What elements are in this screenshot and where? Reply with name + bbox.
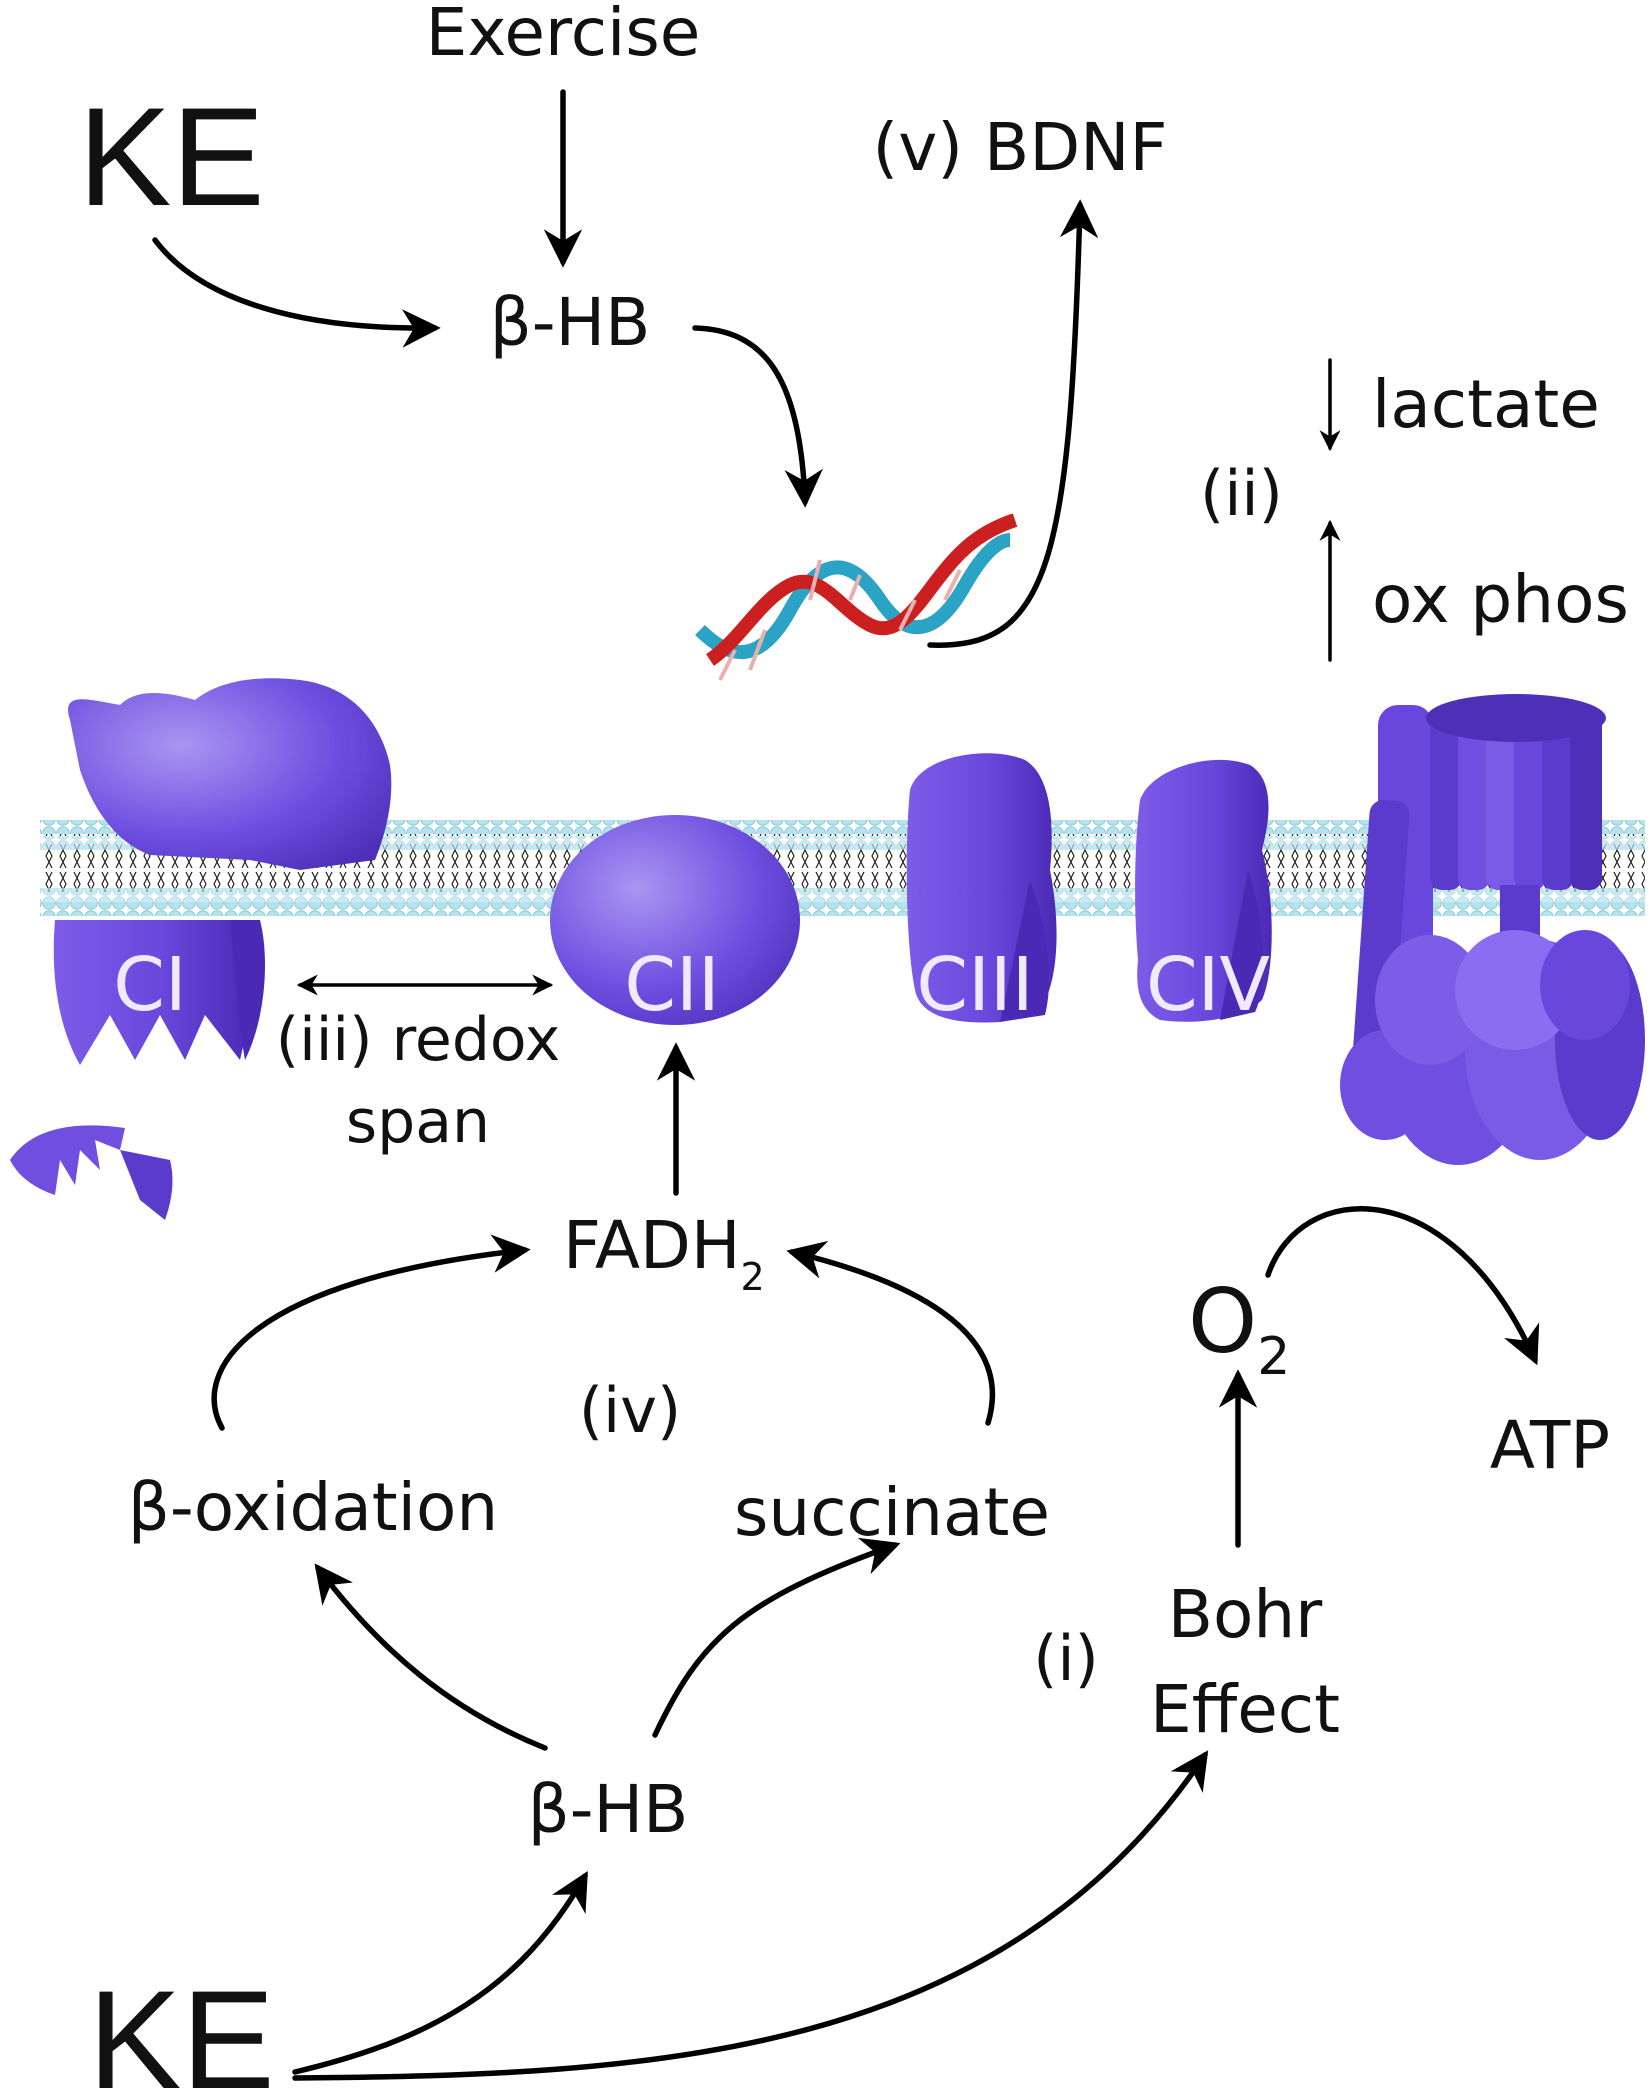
ox-phos-label: ox phos (1372, 561, 1629, 638)
arrow-ke-to-bhb-bottom (292, 1870, 588, 2075)
o2-main: O (1188, 1270, 1257, 1373)
complex-ii-label: CII (624, 942, 719, 1028)
o2-label: O2 (1188, 1270, 1290, 1387)
iv-label: (iv) (579, 1374, 681, 1447)
fadh2-main: FADH (563, 1207, 741, 1284)
arrow-bhb-to-betaox (314, 1563, 548, 1751)
complex-ii: CII (550, 815, 800, 1028)
beta-oxidation-label: β-oxidation (128, 1469, 498, 1546)
redox-label-line2: span (346, 1087, 490, 1157)
arrow-succinate-to-fadh2 (786, 1240, 996, 1426)
arrow-ke-to-bohr (292, 1750, 1209, 2081)
o2-subscript: 2 (1257, 1327, 1290, 1387)
arrow-o2-to-atp (1265, 1206, 1540, 1366)
bhb-label-bottom: β-HB (528, 1771, 689, 1848)
lactate-label: lactate (1372, 366, 1600, 443)
ke-label-top: KE (78, 78, 265, 235)
ii-label: (ii) (1200, 457, 1283, 530)
arrow-ke-to-bhb (152, 237, 441, 348)
arrow-betaox-to-fadh2 (211, 1234, 531, 1431)
complex-iv: CIV (1135, 759, 1272, 1028)
bdnf-label: (v) BDNF (873, 109, 1168, 186)
arrow-dna-to-bdnf (927, 199, 1099, 648)
complex-i: CI (10, 678, 392, 1220)
exercise-label: Exercise (426, 0, 701, 71)
ke-label-bottom: KE (88, 1961, 275, 2090)
fadh2-label: FADH2 (563, 1207, 765, 1299)
bhb-label-top: β-HB (490, 284, 651, 361)
arrows (152, 89, 1540, 2081)
fadh2-subscript: 2 (741, 1255, 765, 1299)
complex-iii-label: CIII (916, 942, 1033, 1028)
arrow-bhb-to-succinate (652, 1537, 901, 1738)
i-label: (i) (1033, 1622, 1099, 1695)
dna-helix-icon (695, 513, 1018, 681)
atp-synthase (1340, 694, 1645, 1165)
atp-label: ATP (1490, 1407, 1610, 1484)
arrow-bhb-to-dna (692, 325, 823, 508)
redox-label-line1: (iii) redox (276, 1005, 561, 1075)
bohr-label-line2: Effect (1150, 1671, 1340, 1748)
complex-iv-label: CIV (1146, 942, 1270, 1028)
complex-iii: CIII (906, 753, 1057, 1028)
bohr-label-line1: Bohr (1168, 1576, 1323, 1653)
complex-i-label: CI (113, 942, 187, 1028)
succinate-label: succinate (734, 1474, 1050, 1551)
